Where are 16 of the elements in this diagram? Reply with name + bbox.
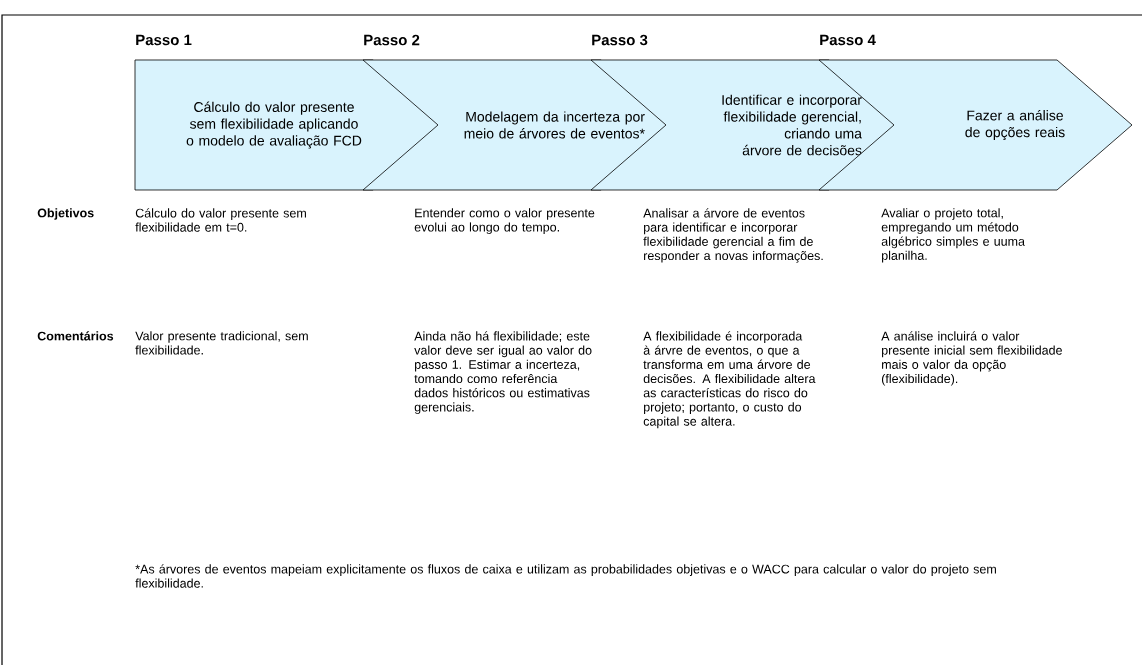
row-heading: Comentários	[37, 331, 114, 341]
node-label: Passo 4	[820, 34, 876, 46]
node-label: Passo 2	[364, 34, 420, 46]
node-label: Passo 3	[592, 34, 648, 46]
row-heading: Objetivos	[37, 208, 94, 220]
table-text: A flexibilidade é incorporada à árvre de eventos, o que a transforma em uma árvore de decisões. A flexibilidade altera as características do risco do projeto; portanto, o custo do capital se altera.	[643, 331, 816, 429]
node-label: Passo 1	[136, 34, 192, 46]
table-text: A análise incluirá o valor presente inicial sem flexibilidade mais o valor da opção (flexibilidade).	[881, 331, 1062, 386]
table-text: Analisar a árvore de eventos para identificar e incorporar flexibilidade gerencial a fim de responder a novas informações.	[643, 208, 823, 263]
table-text: Entender como o valor presente evolui ao longo do tempo.	[414, 208, 595, 235]
table-text: Valor presente tradicional, sem flexibilidade.	[135, 331, 308, 355]
table-text: Ainda não há flexibilidade; este valor deve ser igual ao valor do passo 1. Estimar a incerteza, tomando como referência dados históricos ou estimativas gerenciais.	[414, 331, 592, 414]
table-text: Cálculo do valor presente sem flexibilidade em t=0.	[135, 208, 306, 232]
footnote: *As árvores de eventos mapeiam explicitamente os fluxos de caixa e utilizam as probabilidades objetivas e o WACC para calcular o valor do projeto sem flexibilidade.	[135, 564, 996, 588]
table-text: Avaliar o projeto total, empregando um método algébrico simples e uuma planilha.	[881, 208, 1025, 263]
node-label: Fazer a análise de opções reais	[965, 109, 1065, 141]
